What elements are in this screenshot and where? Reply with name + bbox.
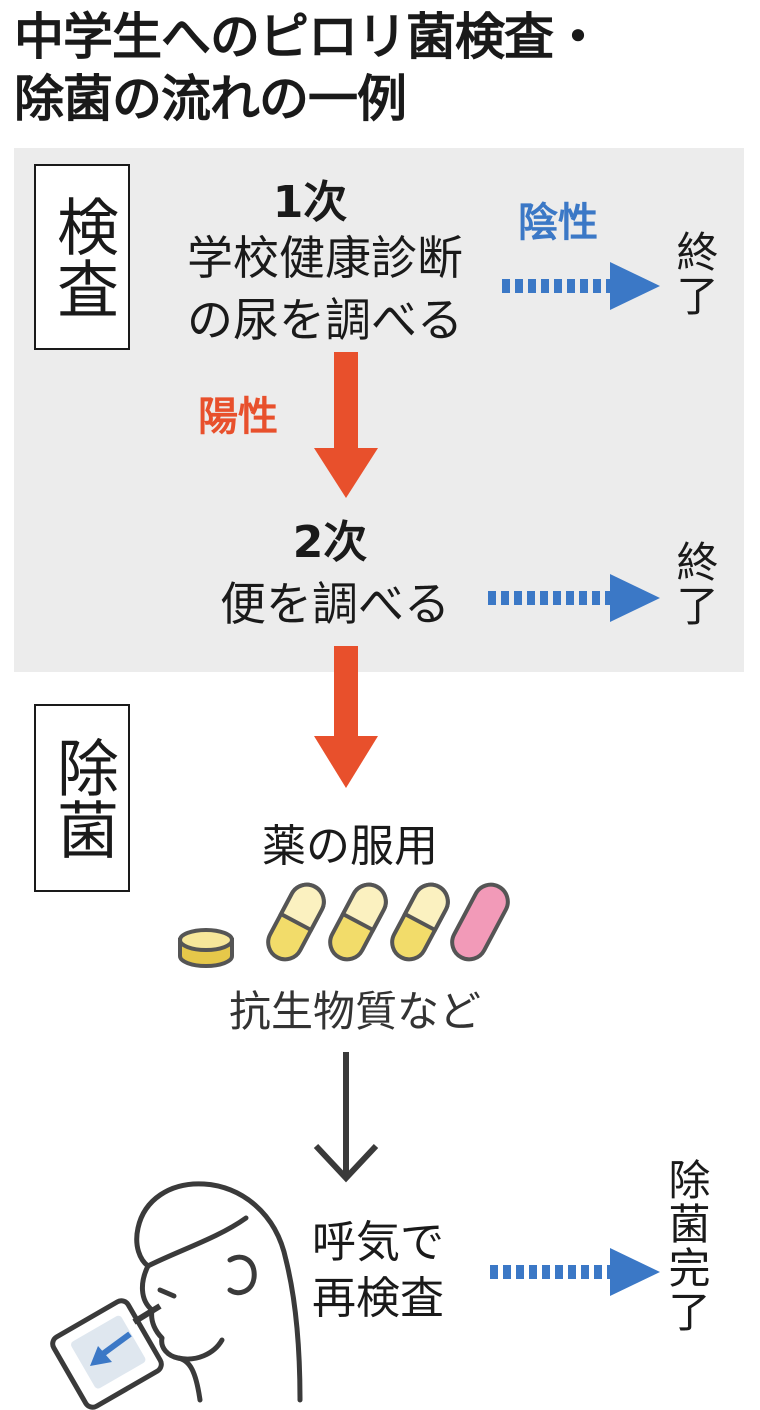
breath-bag-icon [50,1298,164,1410]
capsule-icon [266,882,326,962]
end-label-step2: 終了 [670,540,719,628]
medication-title: 薬の服用 [262,821,438,872]
step1-title: 1次 [272,177,348,228]
dotted-arrow-icon [490,1248,660,1296]
title-line-1: 中学生へのピロリ菌検査・ [14,8,603,66]
negative-label: 陰性 [518,200,598,246]
eradication-complete-label: 除菌完了 [662,1158,711,1334]
capsule-icon [328,882,388,962]
retest-text-line2: 再検査 [312,1273,444,1324]
dotted-arrow-icon [502,262,660,310]
down-arrow-icon [313,1052,379,1183]
down-arrow-icon [314,646,378,788]
title-line-2: 除菌の流れの一例 [14,70,407,128]
dotted-arrow-icon [488,574,660,622]
step2-title: 2次 [292,517,368,568]
medication-caption: 抗生物質など [228,987,481,1036]
tablet-icon [178,928,234,968]
step2-text: 便を調べる [220,577,450,631]
positive-label: 陽性 [198,394,278,440]
step1-text-line2: の尿を調べる [187,293,463,347]
capsule-icon [450,882,510,962]
person-breath-test-icon [134,1181,303,1403]
section-label-eradication: 除菌 [34,704,130,892]
step1-text-line1: 学校健康診断 [187,231,463,285]
end-label-step1: 終了 [670,230,719,318]
section-label-inspection: 検査 [34,164,130,350]
down-arrow-icon [314,352,378,498]
capsule-icon [390,882,450,962]
retest-text-line1: 呼気で [312,1217,444,1268]
